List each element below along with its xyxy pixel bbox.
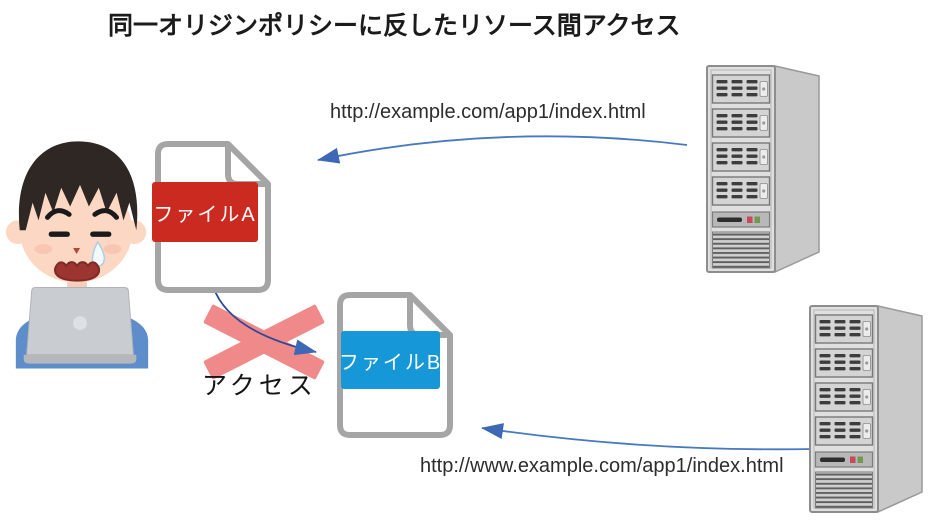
file-b-label: ファイルB — [339, 331, 440, 389]
file-a-icon: ファイルA — [152, 138, 274, 296]
url-top-label: http://example.com/app1/index.html — [330, 101, 646, 123]
access-label: アクセス — [202, 372, 317, 400]
laptop-base — [23, 354, 137, 364]
right-eyebrow — [92, 208, 120, 220]
diagram-title: 同一オリジンポリシーに反したリソース間アクセス — [108, 12, 681, 40]
left-blush — [34, 244, 53, 254]
hair — [18, 141, 138, 231]
left-eyebrow — [44, 208, 72, 220]
sad-mouth — [54, 261, 101, 282]
arrow-server2-to-fileb-icon — [481, 423, 815, 451]
url-bottom-label: http://www.example.com/app1/index.html — [420, 455, 784, 477]
server-bottom-icon — [806, 302, 941, 516]
crying-user-illustration — [5, 141, 149, 369]
arrow-filea-to-fileb-icon — [212, 285, 317, 356]
arrow-server1-to-filea-icon — [317, 135, 688, 164]
server-top-icon — [703, 62, 838, 276]
right-blush — [103, 244, 122, 254]
file-a-label: ファイルA — [152, 182, 258, 242]
file-b-icon: ファイルB — [334, 289, 456, 441]
nose — [73, 248, 81, 254]
laptop-logo-icon — [73, 316, 87, 330]
blocked-x-icon — [203, 304, 325, 380]
